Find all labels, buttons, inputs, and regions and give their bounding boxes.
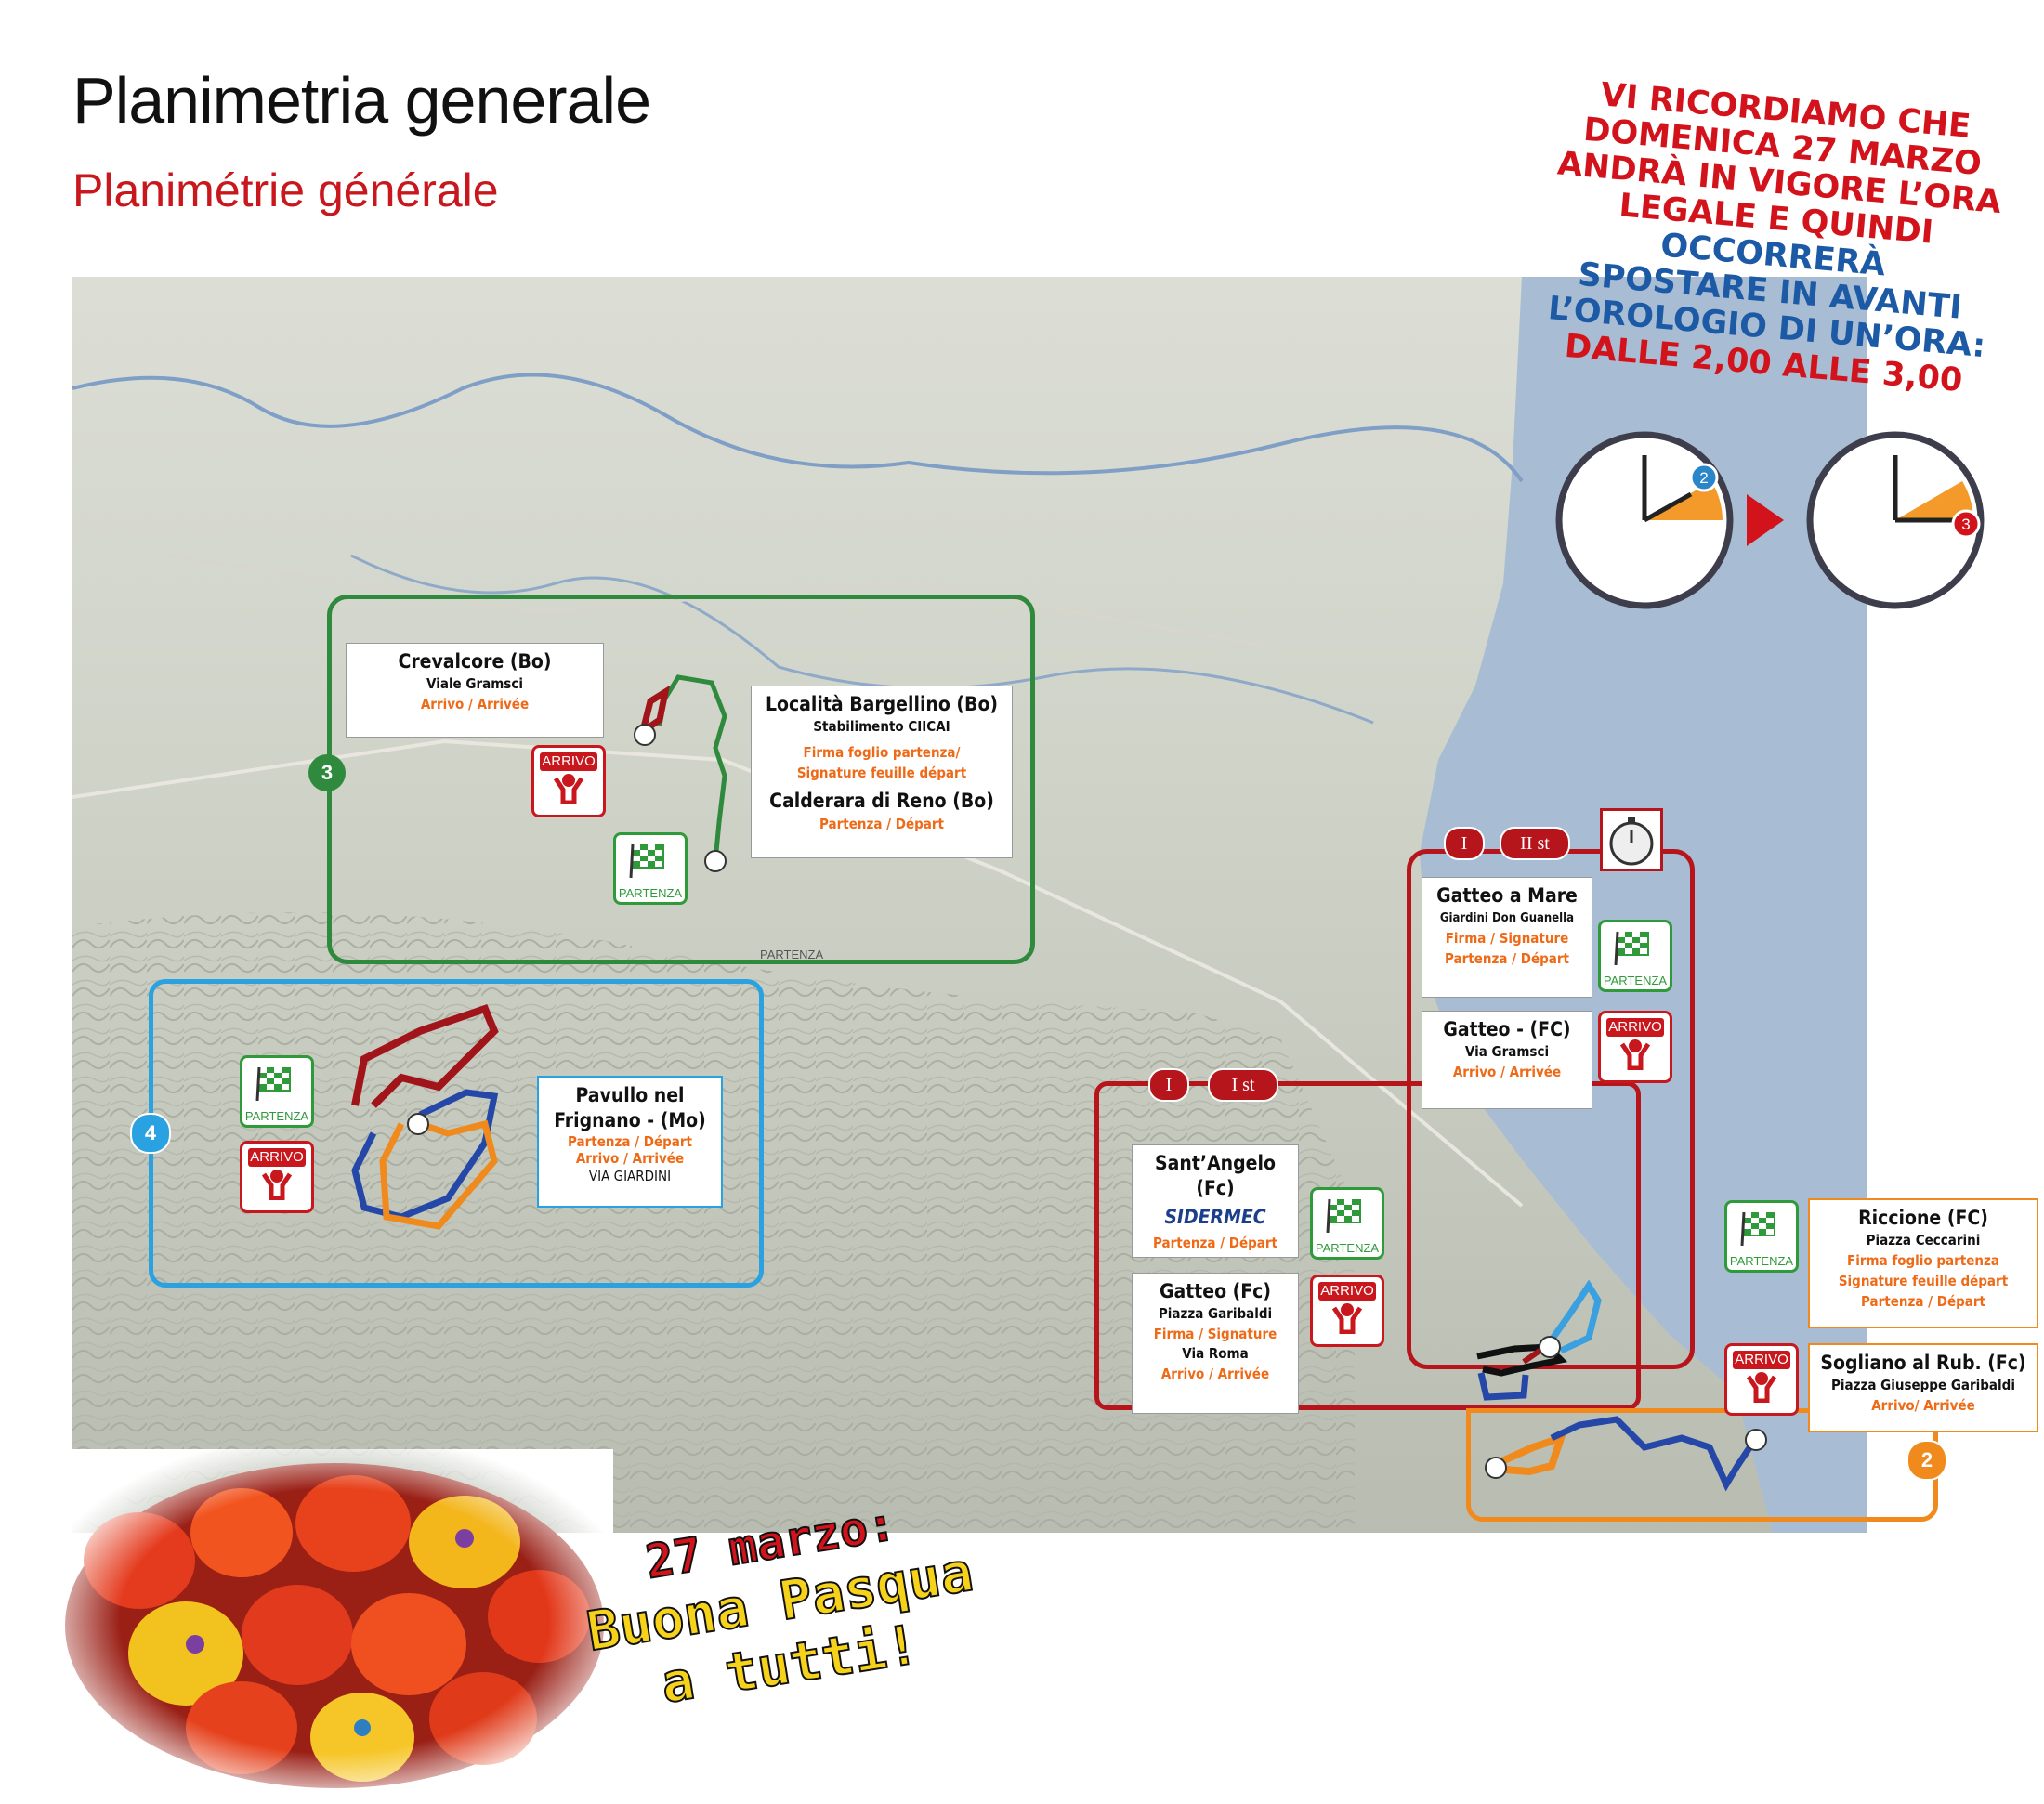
- riccione-box: Riccione (FC) Piazza Ceccarini Firma fog…: [1808, 1198, 2038, 1328]
- location-role: Arrivo / Arrivée: [1452, 1064, 1562, 1080]
- departure-icon: PARTENZA: [1724, 1200, 1799, 1273]
- location-title: Crevalcore (Bo): [398, 650, 552, 673]
- location-street: Viale Gramsci: [426, 675, 523, 692]
- sponsor-logo: SIDERMEC: [1164, 1206, 1266, 1228]
- location-place: Piazza Giuseppe Garibaldi: [1831, 1377, 2015, 1393]
- stage-number-badge: 2: [1906, 1440, 1947, 1481]
- stage-pill: I st: [1208, 1068, 1278, 1102]
- location-place: Piazza Ceccarini: [1866, 1232, 1981, 1248]
- location-role: Signature feuille départ: [1838, 1273, 2009, 1289]
- stage-number-badge: 4: [130, 1113, 171, 1154]
- route-stage-3: [634, 674, 727, 872]
- location-street: Via Gramsci: [1464, 1043, 1550, 1060]
- location-role: Partenza / Départ: [1153, 1235, 1278, 1251]
- departure-icon: PARTENZA: [613, 832, 688, 905]
- departure-label: PARTENZA: [244, 1109, 309, 1123]
- santangelo-box: Sant’Angelo (Fc) SIDERMEC Partenza / Dép…: [1132, 1144, 1299, 1258]
- location-role: Signature feuille départ: [796, 765, 967, 781]
- location-title: Gatteo a Mare: [1436, 884, 1578, 907]
- departure-label: PARTENZA: [618, 886, 683, 900]
- page-title: Planimetria generale: [72, 64, 651, 137]
- arrival-icon: ARRIVO: [1724, 1343, 1799, 1416]
- route-stage-1: [1476, 1279, 1602, 1401]
- arrival-label: ARRIVO: [248, 1148, 306, 1167]
- location-title: Pavullo nel: [575, 1084, 685, 1106]
- arrival-icon: ARRIVO: [531, 745, 606, 817]
- departure-label: PARTENZA: [1315, 1241, 1380, 1255]
- location-street: Via Roma: [1182, 1345, 1249, 1362]
- location-role: Firma foglio partenza: [1847, 1252, 1999, 1269]
- arrival-label: ARRIVO: [540, 752, 597, 771]
- map-label: PARTENZA: [760, 948, 824, 961]
- location-place: Stabilimento CIICAI: [813, 718, 950, 735]
- crevalcore-box: Crevalcore (Bo) Viale Gramsci Arrivo / A…: [346, 643, 604, 738]
- sogliano-box: Sogliano al Rub. (Fc) Piazza Giuseppe Ga…: [1808, 1343, 2038, 1432]
- gatteo-fc2-box: Gatteo - (FC) Via Gramsci Arrivo / Arriv…: [1422, 1011, 1592, 1109]
- arrival-label: ARRIVO: [1733, 1351, 1790, 1369]
- arrival-label: ARRIVO: [1606, 1018, 1664, 1037]
- departure-label: PARTENZA: [1603, 974, 1668, 987]
- svg-text:3: 3: [1961, 516, 1970, 533]
- location-role: Partenza / Départ: [1861, 1293, 1985, 1310]
- location-title: Località Bargellino (Bo): [765, 693, 999, 715]
- arrival-label: ARRIVO: [1318, 1282, 1376, 1301]
- svg-text:2: 2: [1699, 469, 1708, 487]
- stopwatch-icon: [1600, 808, 1663, 871]
- location-place: Piazza Garibaldi: [1158, 1305, 1273, 1322]
- location-street: VIA GIARDINI: [588, 1168, 672, 1184]
- arrow-right-icon: [1747, 494, 1784, 546]
- stage-number-badge: 3: [308, 754, 346, 791]
- easter-eggs-image: [56, 1449, 613, 1793]
- location-title: Gatteo (Fc): [1159, 1280, 1272, 1302]
- location-role: Partenza / Départ: [1445, 950, 1569, 967]
- departure-label: PARTENZA: [1729, 1254, 1794, 1268]
- route-stage-4: [351, 1004, 499, 1230]
- arrival-icon: ARRIVO: [1310, 1275, 1384, 1347]
- stage-pill: I: [1444, 827, 1485, 860]
- location-title: Sant’Angelo (Fc): [1155, 1152, 1276, 1199]
- location-role: Firma / Signature: [1445, 930, 1569, 947]
- location-place: Giardini Don Guanella: [1439, 911, 1575, 925]
- gatteo-fc-box: Gatteo (Fc) Piazza Garibaldi Firma / Sig…: [1132, 1273, 1299, 1414]
- time-change-reminder: VI RICORDIAMO CHE DOMENICA 27 MARZO ANDR…: [1512, 72, 2037, 404]
- stage-1-frame-a: [1094, 1081, 1641, 1410]
- departure-icon: PARTENZA: [1598, 920, 1672, 992]
- stage-pill: I: [1148, 1068, 1189, 1102]
- location-role: Arrivo/ Arrivée: [1871, 1397, 1975, 1414]
- location-role: Partenza / Départ: [568, 1133, 692, 1150]
- stage-pill: II st: [1500, 827, 1570, 860]
- departure-icon: PARTENZA: [240, 1055, 314, 1128]
- bargellino-calderara-box: Località Bargellino (Bo) Stabilimento CI…: [751, 686, 1013, 858]
- page-subtitle: Planimétrie générale: [72, 164, 499, 216]
- arrival-icon: ARRIVO: [240, 1141, 314, 1213]
- location-role: Arrivo / Arrivée: [1160, 1366, 1270, 1382]
- location-role: Arrivo / Arrivée: [420, 696, 530, 712]
- clock-before-icon: 2: [1555, 431, 1734, 609]
- location-role: Firma / Signature: [1153, 1326, 1278, 1342]
- location-title: Calderara di Reno (Bo): [769, 790, 994, 812]
- location-role: Firma foglio partenza/: [803, 744, 961, 761]
- location-title: Riccione (FC): [1858, 1207, 1988, 1229]
- location-role: Arrivo / Arrivée: [575, 1150, 685, 1167]
- location-role: Partenza / Départ: [819, 816, 944, 832]
- location-title: Gatteo - (FC): [1443, 1018, 1571, 1040]
- clock-after-icon: 3: [1806, 431, 1985, 609]
- location-title: Frignano - (Mo): [554, 1109, 706, 1131]
- route-stage-2: [1485, 1416, 1767, 1492]
- location-title: Sogliano al Rub. (Fc): [1820, 1352, 2026, 1374]
- pavullo-box: Pavullo nel Frignano - (Mo) Partenza / D…: [537, 1076, 723, 1208]
- arrival-icon: ARRIVO: [1598, 1011, 1672, 1083]
- departure-icon: PARTENZA: [1310, 1187, 1384, 1260]
- clocks-graphic: 2 3: [1555, 431, 1985, 609]
- gatteo-mare-box: Gatteo a Mare Giardini Don Guanella Firm…: [1422, 877, 1592, 998]
